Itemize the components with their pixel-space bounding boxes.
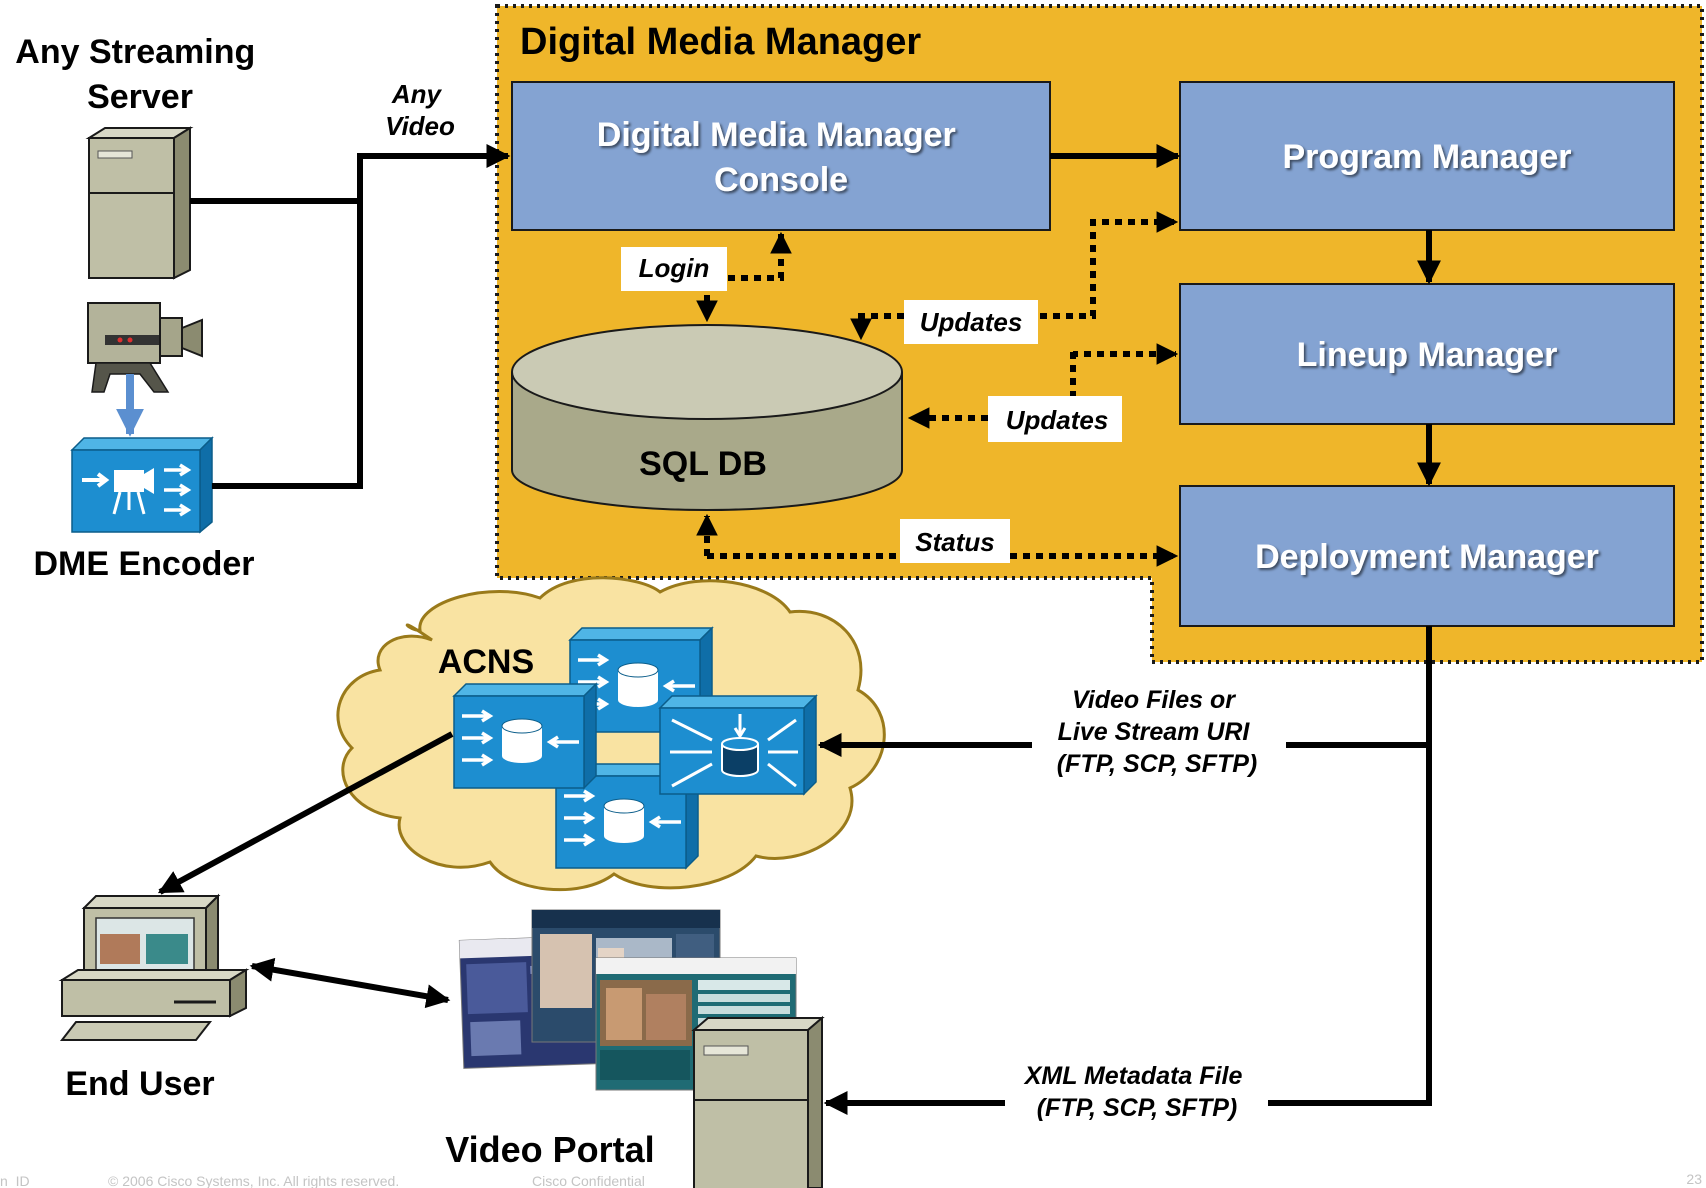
dme-encoder-label: DME Encoder: [33, 545, 254, 583]
arrow-acns-to-enduser: [157, 731, 454, 895]
status-label-box: [900, 519, 1010, 563]
footer-left: n_ID: [0, 1173, 30, 1188]
video-portal-label: Video Portal: [445, 1129, 654, 1170]
portal-server-icon[interactable]: [691, 1015, 825, 1188]
content-router-icon[interactable]: [658, 694, 818, 796]
server-icon[interactable]: [85, 126, 194, 280]
console-box[interactable]: [511, 81, 1051, 231]
updates-2-label: Updates: [1006, 405, 1109, 435]
login-label: Login: [639, 253, 710, 283]
footer-copyright: © 2006 Cisco Systems, Inc. All rights re…: [108, 1173, 399, 1188]
video-files-label: Video Files or Live Stream URI (FTP, SCP…: [1057, 686, 1258, 778]
console-label: Digital Media Manager Console: [597, 116, 965, 199]
sql-db-label: SQL DB: [639, 445, 767, 483]
xml-metadata-label: XML Metadata File (FTP, SCP, SFTP): [1023, 1062, 1250, 1122]
any-video-label: Any Video: [385, 79, 455, 141]
updates-1-label: Updates: [920, 307, 1023, 337]
lineup-manager-box[interactable]: [1179, 283, 1675, 425]
acns-label: ACNS: [438, 643, 534, 681]
dmm-group-title: Digital Media Manager: [520, 21, 921, 63]
content-engine-icon[interactable]: [452, 682, 598, 790]
acns-cloud: [336, 576, 886, 892]
lineup-manager-label: Lineup Manager: [1297, 336, 1558, 374]
updates-1-label-box: [904, 300, 1038, 344]
deployment-manager-label: Deployment Manager: [1255, 538, 1599, 576]
sql-db-cylinder[interactable]: [511, 324, 903, 511]
deployment-distribution-lines: [823, 626, 1432, 1115]
web-portal-screenshots[interactable]: [458, 909, 797, 1091]
footer-page-number: 23: [1686, 1171, 1702, 1187]
footer-confidential: Cisco Confidential: [532, 1173, 645, 1188]
video-camera-icon[interactable]: [87, 302, 203, 393]
source-connectors: [190, 144, 511, 489]
streaming-server-label: Any Streaming Server: [15, 33, 264, 116]
encoder-icon[interactable]: [70, 436, 214, 534]
status-label: Status: [915, 527, 994, 557]
updates-2-label-box: [988, 396, 1122, 442]
end-user-label: End User: [65, 1065, 214, 1103]
arrow-enduser-portal: [249, 957, 451, 1009]
program-manager-label: Program Manager: [1282, 138, 1571, 176]
login-label-box: [621, 247, 727, 291]
dotted-connectors: [696, 211, 1179, 567]
deployment-manager-box[interactable]: [1179, 485, 1675, 627]
computer-icon[interactable]: [58, 893, 250, 1041]
